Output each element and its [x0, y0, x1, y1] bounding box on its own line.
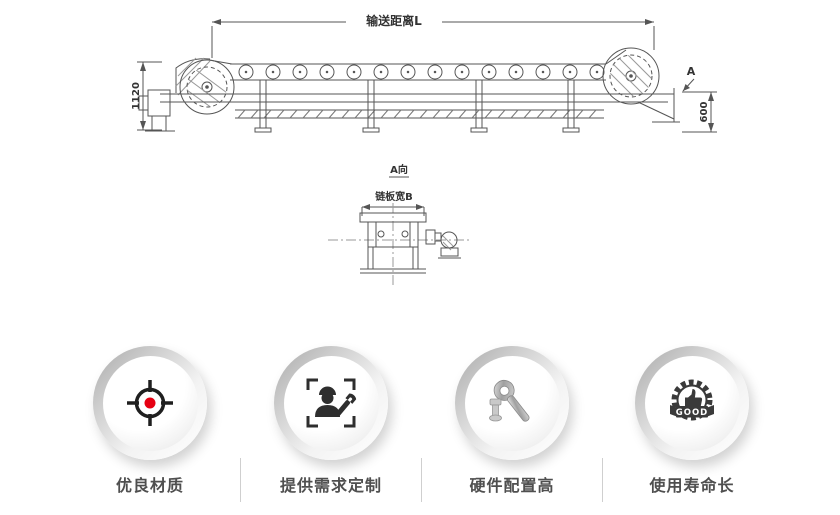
top-dimension	[211, 11, 655, 58]
target-center-dot	[144, 397, 156, 409]
thumbs-up-glyph	[685, 389, 703, 408]
wrench-glyph	[335, 393, 357, 417]
features-section: 优良材质	[0, 340, 840, 515]
feature-label: 提供需求定制	[279, 476, 382, 495]
feature-material: 优良材质	[65, 340, 235, 496]
technical-drawing-area: 输送距离L 1120 600 A A向 链板宽B	[131, 11, 717, 285]
feature-label: 使用寿命长	[649, 476, 735, 495]
feature-circle-inner	[283, 355, 379, 451]
target-icon	[127, 380, 173, 426]
badge-text: GOOD	[676, 408, 708, 418]
section-view	[328, 176, 472, 285]
feature-circle-inner: GOOD	[644, 355, 740, 451]
right-dimension	[682, 91, 717, 133]
divider	[602, 458, 603, 502]
wrench-tool-icon	[489, 380, 530, 422]
view-a-arrow	[682, 78, 695, 92]
feature-circle: GOOD	[635, 346, 749, 460]
conveyor-technical-drawing: 输送距离L 1120 600 A A向 链板宽B	[131, 11, 717, 285]
height-1120-label: 1120	[131, 82, 142, 110]
worker-customization-icon	[306, 378, 357, 428]
feature-label: 硬件配置高	[469, 476, 555, 495]
feature-customization: 提供需求定制	[246, 340, 416, 496]
conveying-distance-label: 输送距离L	[366, 13, 422, 28]
feature-circle-inner	[102, 355, 198, 451]
feature-circle	[274, 346, 388, 460]
chain-width-label: 链板宽B	[374, 190, 413, 203]
section-direction-label: A向	[390, 163, 408, 176]
height-600-label: 600	[699, 102, 710, 123]
feature-circle	[93, 346, 207, 460]
good-badge-icon: GOOD	[670, 379, 714, 421]
divider	[421, 458, 422, 502]
conveyor-side-view	[138, 47, 680, 133]
feature-lifespan: GOOD 使用寿命长	[607, 340, 777, 496]
feature-label: 优良材质	[115, 476, 184, 495]
feature-circle	[455, 346, 569, 460]
feature-circle-inner	[464, 355, 560, 451]
machine-part-glyph	[489, 398, 502, 422]
divider	[240, 458, 241, 502]
view-a-label: A	[687, 65, 696, 78]
feature-hardware: 硬件配置高	[427, 340, 597, 496]
